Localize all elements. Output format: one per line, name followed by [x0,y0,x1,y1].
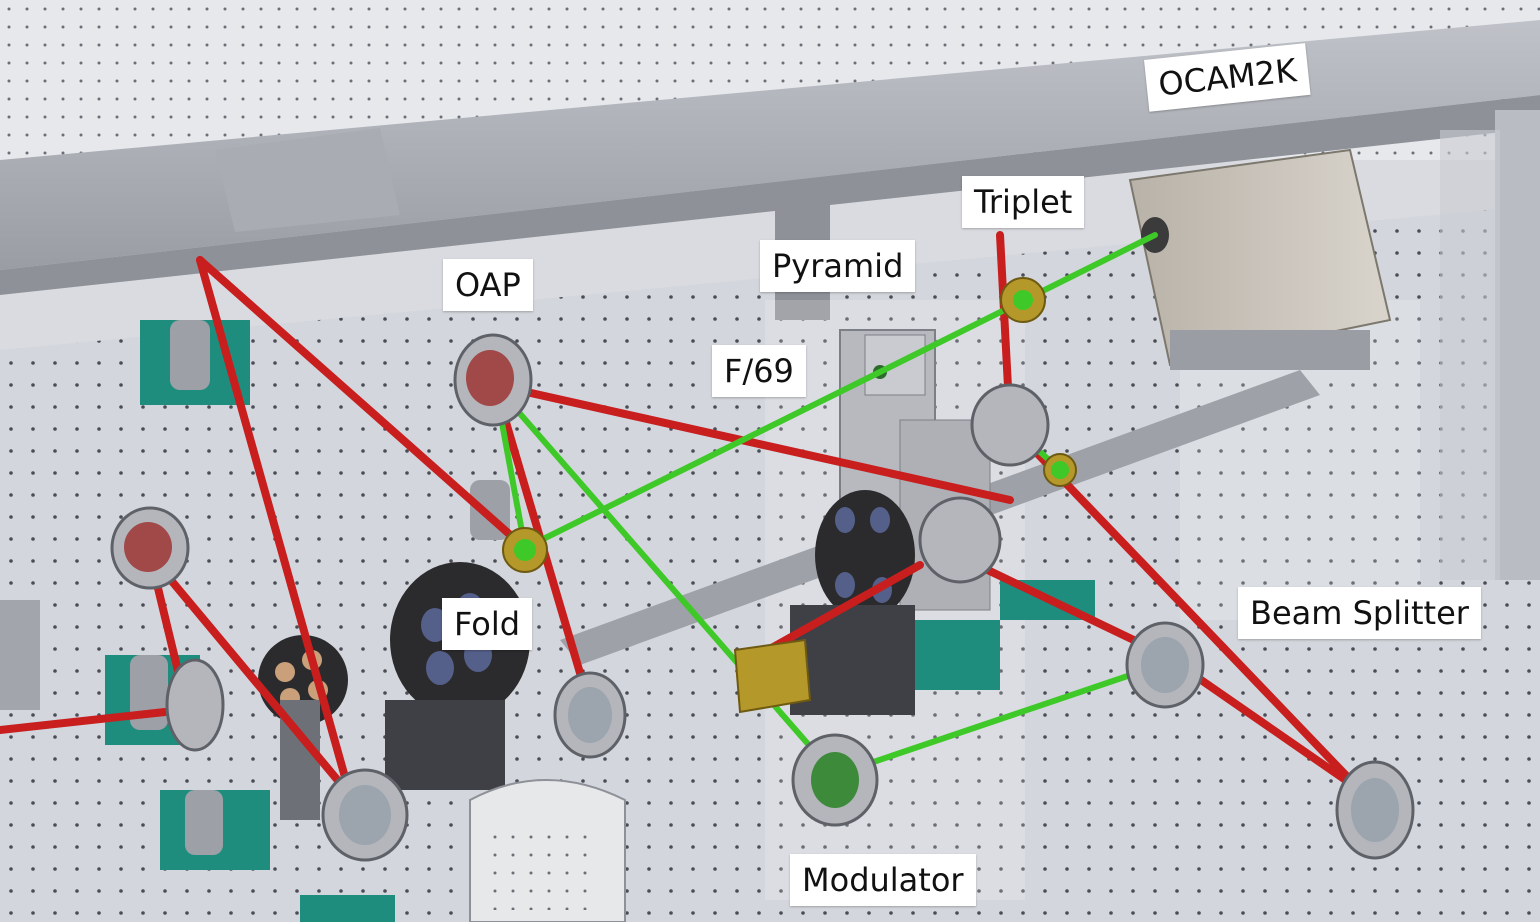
beam-bracket [215,128,400,232]
left-housing [0,600,40,710]
label-fold: Fold [442,598,533,650]
label-oap: OAP [443,259,533,311]
label-modulator: Modulator [790,854,976,906]
label-triplet: Triplet [962,176,1085,228]
label-f69: F/69 [712,345,806,397]
overhead-beam-underside [0,95,1540,295]
pillar-post [185,790,223,855]
ocam2k-camera [1128,148,1392,367]
green-beam-path [492,232,1163,778]
label-beam-splitter: Beam Splitter [1238,587,1481,639]
mount-base [300,895,395,922]
wheel-stage [385,700,505,790]
right-post [1495,110,1540,580]
pillar-post [170,320,210,390]
right-post-face [1440,130,1500,580]
mirror-faces [124,350,1399,845]
label-pyramid: Pyramid [760,240,916,292]
mount-base [910,620,1000,690]
camera-stage [1170,330,1370,370]
modulator-wheel [815,490,915,620]
front-instrument-vents [490,830,600,910]
lens-elements [514,290,1069,561]
